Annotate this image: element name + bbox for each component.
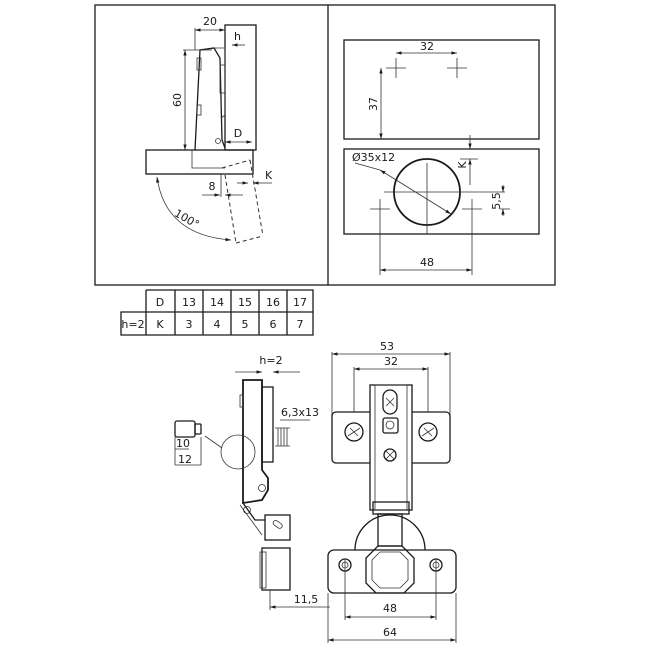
- dim-k-drill-label: K: [456, 161, 469, 169]
- dim-37-label: 37: [367, 97, 380, 111]
- cup-octagon: [365, 545, 415, 594]
- dim-53-label: 53: [380, 340, 394, 353]
- dim-10-label: 10: [176, 437, 190, 450]
- dim-k-label: K: [265, 169, 273, 182]
- table-row-label: h=2: [121, 318, 144, 331]
- door-cup-area: [343, 148, 540, 235]
- cup-upper: [264, 514, 291, 541]
- table-cell: 5: [242, 318, 249, 331]
- table-header-cell: 14: [210, 296, 224, 309]
- screw-icon: [344, 422, 364, 442]
- table-cell: 6: [270, 318, 277, 331]
- door-mounting-plate-area: [343, 39, 540, 140]
- mounting-plate: [261, 386, 274, 463]
- dim-55-label: 5,5: [490, 192, 503, 210]
- open-door-edge: [224, 174, 237, 244]
- drilling-pattern-view: 32 37 48 Ø35x12 K 5,5: [343, 39, 540, 275]
- dim-h2-label: h=2: [259, 354, 282, 367]
- dim-8-label: 8: [209, 180, 216, 193]
- table-cell: K: [156, 318, 164, 331]
- dim-48-front-label: 48: [383, 602, 397, 615]
- screw-icon: [275, 427, 290, 447]
- dim-h-label: h: [234, 30, 241, 43]
- cabinet-side: [145, 149, 254, 175]
- dim-32-label: 32: [420, 40, 434, 53]
- cup-outline: [354, 514, 426, 551]
- dim-width-label: 20: [203, 15, 217, 28]
- table-header-cell: D: [156, 296, 164, 309]
- dim-48-label: 48: [420, 256, 434, 269]
- side-installation-view: 20 h 60 D 8 K 100°: [145, 15, 273, 244]
- cup-recess: [191, 150, 225, 169]
- table-header-cell: 16: [266, 296, 280, 309]
- table-header-cell: 17: [293, 296, 307, 309]
- table-header-cell: 13: [182, 296, 196, 309]
- hinge-arm-front: [369, 384, 413, 511]
- cam-adjuster: [174, 420, 196, 438]
- screw-icon: [383, 448, 397, 462]
- screw-size-label: 6,3x13: [281, 406, 319, 419]
- detail-circle: [220, 434, 256, 470]
- table-cell: 7: [297, 318, 304, 331]
- hinge-arm: [194, 47, 226, 151]
- table-cell: 3: [186, 318, 193, 331]
- table-header-cell: 15: [238, 296, 252, 309]
- cup-lower: [261, 547, 291, 591]
- dim-12-label: 12: [178, 453, 192, 466]
- d-k-table: D 13 14 15 16 17 h=2 K 3 4 5 6 7: [120, 289, 314, 336]
- hinge-arm-body: [242, 379, 269, 505]
- dim-115-label: 11,5: [294, 593, 319, 606]
- dim-d-label: D: [234, 127, 242, 140]
- dim-height-label: 60: [171, 93, 184, 107]
- adjustment-slot: [382, 389, 398, 415]
- cup-hole-label: Ø35x12: [352, 151, 395, 164]
- mounting-crosses: [386, 58, 467, 78]
- table-cell: 4: [214, 318, 221, 331]
- screw-icon: [418, 422, 438, 442]
- dim-64-label: 64: [383, 626, 397, 639]
- hinge-side-view: h=2 6,3x13 10 12 11,5: [174, 354, 330, 610]
- top-frame: [94, 4, 556, 286]
- hinge-front-view: 53 32 48 64: [327, 340, 457, 643]
- dim-32-front-label: 32: [384, 355, 398, 368]
